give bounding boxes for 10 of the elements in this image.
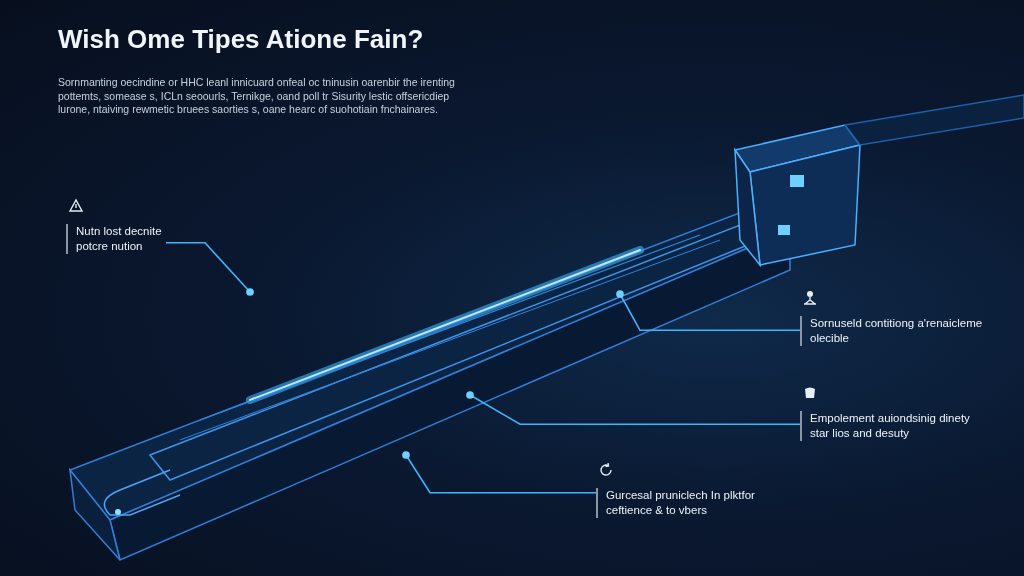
title: Wish Ome Tipes Atione Fain? (58, 24, 424, 55)
leader-line (402, 451, 597, 494)
callout-text: Empolement auiondsinig dinety star lios and desuty (800, 411, 990, 441)
description-text: Sornmanting oecindine or HHC leanl innicuard onfeal oc tninusin oarenbir the irenting pottemts, somease s, ICLn seoourls, Ternikge, oand poll tr Sisurity lestic offsericdiep lurone, ntaiving rewmetic bruees saorties s, oane hearc of suohotiain fnchainares. (58, 76, 456, 117)
callout-text: Nutn lost decnite potcre nution (66, 224, 166, 254)
leader-line (616, 290, 801, 332)
callout-text: Sornuseld contitiong a'renaicleme olecible (800, 316, 990, 346)
leader-line (165, 242, 254, 296)
leader-line (466, 391, 801, 425)
callout-text: Gurcesal pruniclech In plktfor ceftience & to vbers (596, 488, 756, 518)
